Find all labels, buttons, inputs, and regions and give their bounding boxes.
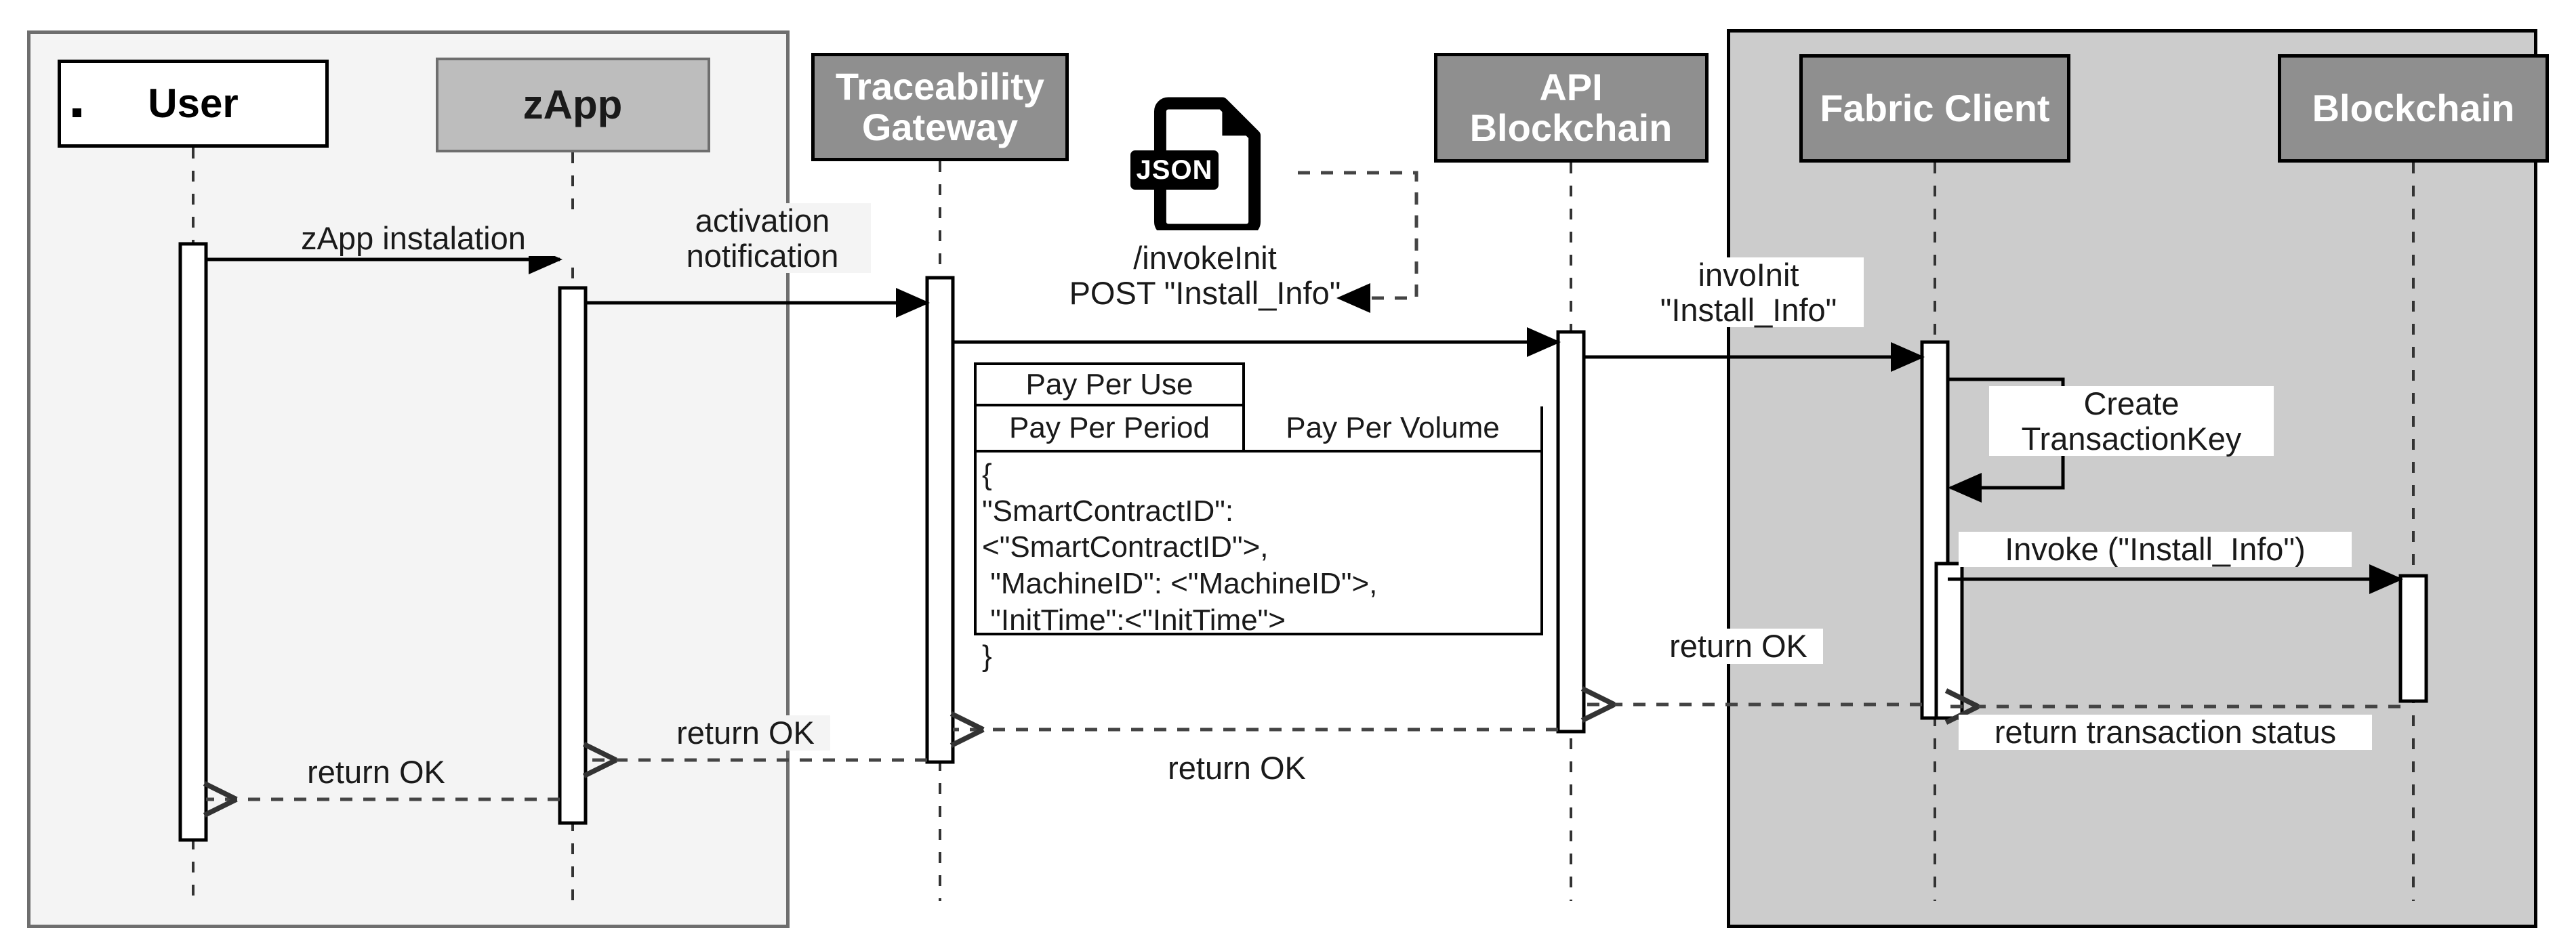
note-cell-1: Pay Per Volume	[1245, 406, 1543, 453]
activation-user	[178, 242, 208, 842]
actor-box-chain[interactable]: Blockchain	[2278, 54, 2549, 163]
note-tab-pay-per-use: Pay Per Use	[974, 362, 1245, 406]
message-label-m7: Invoke ("Install_Info")	[1959, 532, 2352, 567]
actor-label-fabric: Fabric Client	[1820, 86, 2050, 129]
message-label-m11: return OK	[661, 715, 830, 751]
actor-label-chain: Blockchain	[2312, 86, 2515, 129]
message-label-m3: /invokeInit POST "Install_Info"	[1069, 240, 1341, 311]
activation-gateway	[925, 276, 955, 764]
actor-box-zapp[interactable]: zApp	[435, 58, 710, 152]
json-badge-label: JSON	[1130, 150, 1219, 190]
actor-label-gateway: Traceability Gateway	[835, 64, 1045, 148]
actor-box-api[interactable]: API Blockchain	[1433, 53, 1709, 163]
activation-chain	[2398, 574, 2428, 703]
actor-box-gateway[interactable]: Traceability Gateway	[811, 53, 1069, 161]
message-label-m4: invoInit "Install_Info"	[1633, 257, 1864, 328]
message-label-m1: zApp instalation	[251, 221, 576, 256]
message-label-m6: Create TransactionKey	[1989, 386, 2274, 457]
group-blockchain-zone	[1727, 29, 2537, 928]
activation-zapp	[558, 286, 588, 825]
message-label-m10: return OK	[1168, 750, 1306, 786]
user-marker-dot	[73, 108, 81, 117]
note-cell-0: Pay Per Period	[974, 406, 1245, 453]
actor-label-user: User	[148, 80, 239, 126]
message-label-m9: return OK	[1654, 629, 1823, 664]
message-label-m12: return OK	[291, 755, 461, 790]
activation-fabric	[1934, 562, 1964, 720]
activation-api	[1556, 330, 1586, 734]
note-json-body: { "SmartContractID": <"SmartContractID">…	[974, 453, 1543, 673]
actor-box-user[interactable]: User	[58, 60, 329, 148]
actor-label-api: API Blockchain	[1469, 65, 1673, 149]
message-label-m2: activation notification	[654, 203, 871, 274]
message-m3	[1298, 171, 1418, 313]
message-label-m8: return transaction status	[1959, 715, 2372, 750]
actor-label-zapp: zApp	[523, 81, 623, 127]
actor-box-fabric[interactable]: Fabric Client	[1799, 54, 2070, 163]
